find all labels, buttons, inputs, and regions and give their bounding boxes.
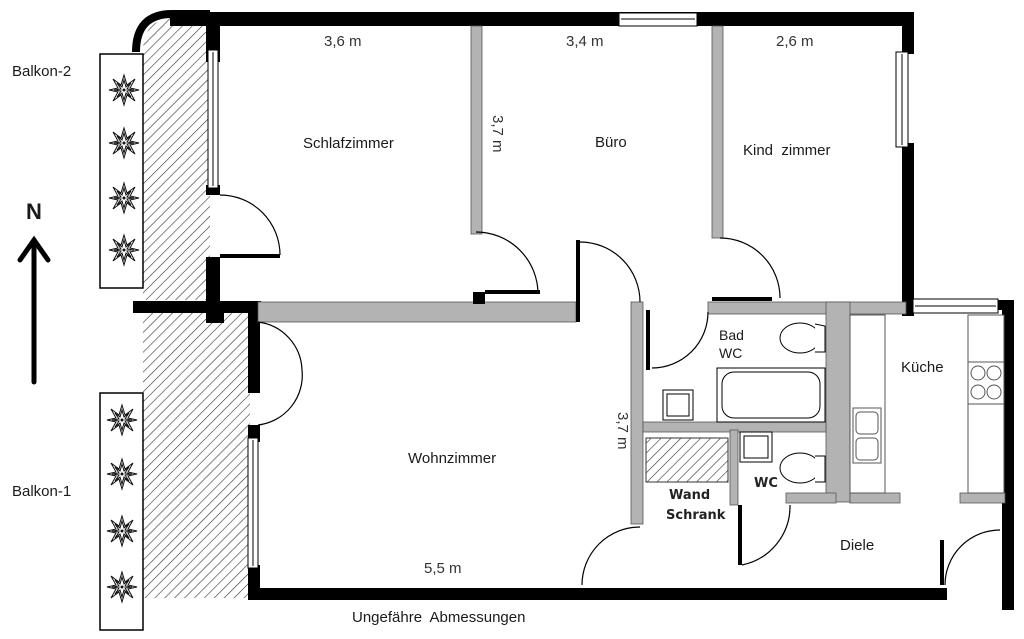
balkon-1-area [99,313,250,631]
buero-depth-dim: 3,7 m [489,115,506,153]
room-bad-line2: WC [719,345,743,361]
room-wohnzimmer: Wohnzimmer [408,450,497,467]
room-bad-line1: Bad [719,327,744,343]
balkon-1-label: Balkon-1 [12,483,72,500]
fixtures [645,322,826,484]
room-schlafzimmer: Schlafzimmer [303,135,394,152]
kitchen [849,314,1005,494]
wohnzimmer-width-dim: 5,5 m [424,560,462,577]
north-arrow-icon [17,235,51,385]
room-wc: WC [754,476,778,491]
balkon-2-area [99,10,210,300]
room-kinderzimmer: Kind zimmer [743,142,831,159]
room-diele: Diele [840,537,875,554]
room-buero: Büro [595,134,627,151]
footer-note: Ungefähre Abmessungen [352,609,526,626]
kinderzimmer-width-dim: 2,6 m [776,33,814,50]
door-jambs [220,240,944,585]
compass-label: N [26,199,42,224]
room-kueche: Küche [901,359,944,376]
windows [207,12,999,569]
balkon-2-label: Balkon-2 [12,63,72,80]
room-wandschrank-line2: Schrank [666,508,726,523]
buero-width-dim: 3,4 m [566,33,604,50]
bad-depth-dim: 3,7 m [614,412,631,450]
door-swings [219,194,1001,586]
schlafzimmer-width-dim: 3,6 m [324,33,362,50]
interior-walls [257,25,1006,525]
room-wandschrank-line1: Wand [669,488,711,503]
